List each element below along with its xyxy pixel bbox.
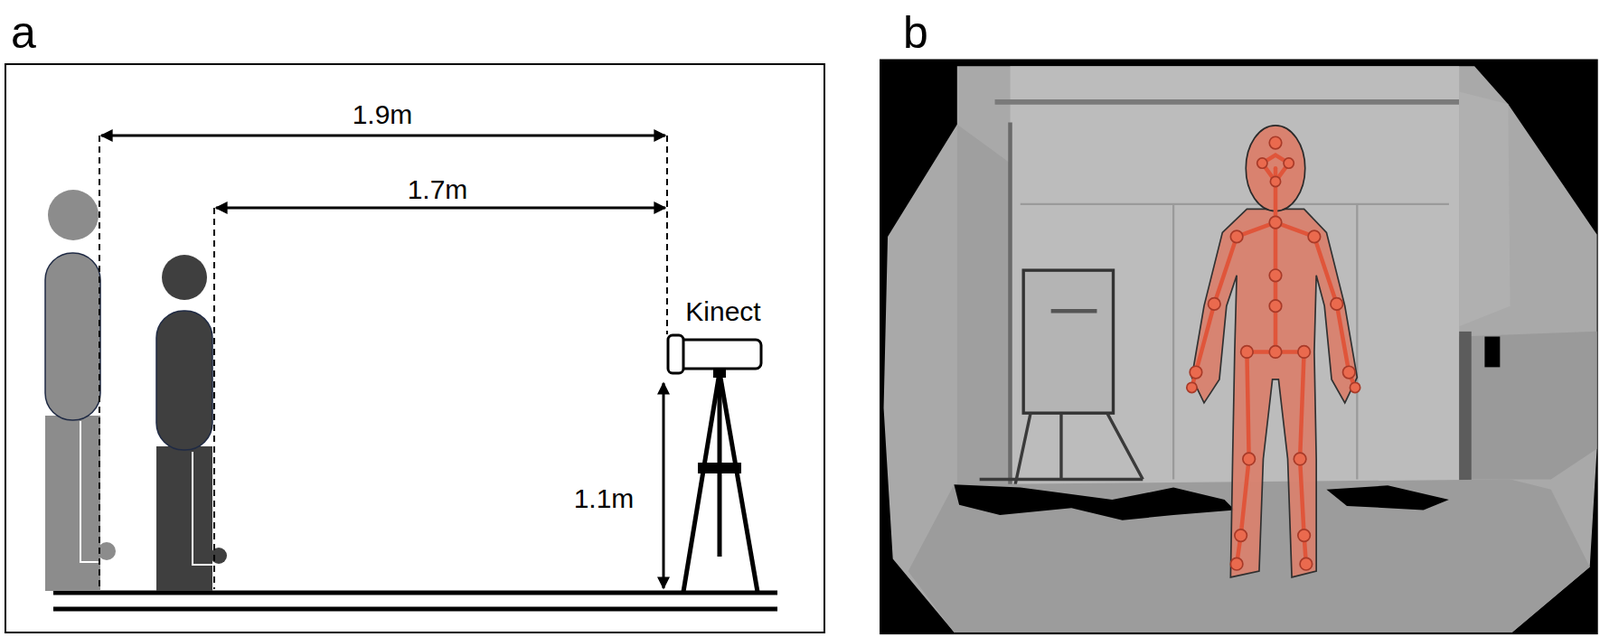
tall-person <box>45 189 116 592</box>
room-scan <box>884 65 1598 632</box>
dashed-guide <box>213 207 216 590</box>
device-label: Kinect <box>685 296 761 327</box>
panel-a <box>5 64 825 633</box>
dashed-guide <box>98 135 101 590</box>
tracked-person <box>1186 125 1361 578</box>
render-background <box>879 58 1599 635</box>
panel-b <box>879 58 1599 635</box>
dimension-arrow <box>101 134 666 138</box>
ground-line <box>53 591 778 596</box>
dimension-arrow <box>216 207 666 210</box>
panel-frame <box>5 64 825 633</box>
kinect-tripod <box>668 335 762 593</box>
dimension-arrow <box>662 383 666 589</box>
panel-letter: a <box>10 8 37 58</box>
panel-letter: b <box>903 8 929 58</box>
ground-line <box>53 607 778 612</box>
short-person <box>156 254 227 592</box>
dimension-label: 1.9m <box>352 99 414 130</box>
dimension-label: 1.7m <box>407 174 469 205</box>
dimension-label: 1.1m <box>574 483 635 514</box>
dashed-guide <box>666 135 669 335</box>
